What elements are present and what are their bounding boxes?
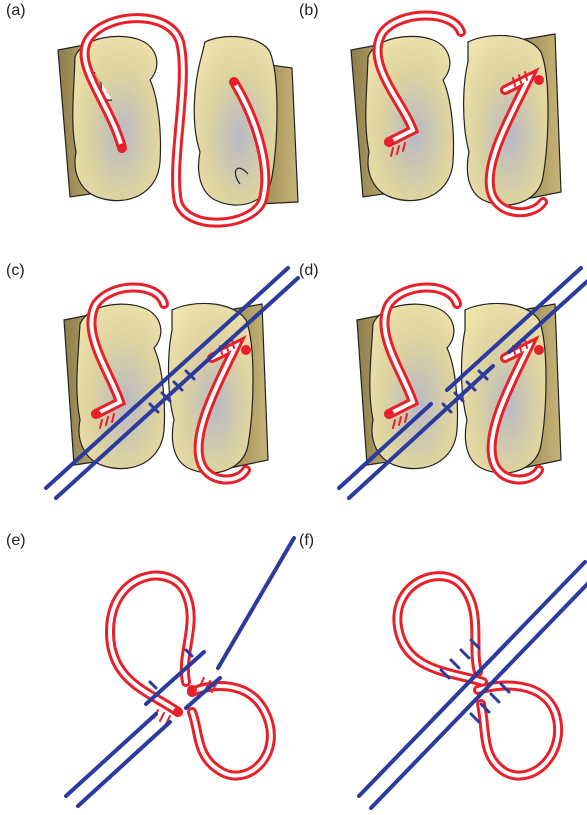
- rna-strand: [110, 576, 271, 776]
- panel-d-diagram: [293, 262, 586, 533]
- panel-f-diagram: [293, 532, 586, 803]
- panel-b: (b): [293, 2, 586, 273]
- panel-c-diagram: [0, 262, 293, 533]
- panel-a: (a): [0, 2, 293, 273]
- panel-a-diagram: [0, 2, 293, 273]
- panel-f: (f): [293, 532, 586, 803]
- panel-d: (d): [293, 262, 586, 533]
- panel-e-diagram: [0, 532, 293, 803]
- panel-c: (c): [0, 262, 293, 533]
- panel-e: (e): [0, 532, 293, 803]
- protein-right: [194, 37, 298, 206]
- panel-b-diagram: [293, 2, 586, 273]
